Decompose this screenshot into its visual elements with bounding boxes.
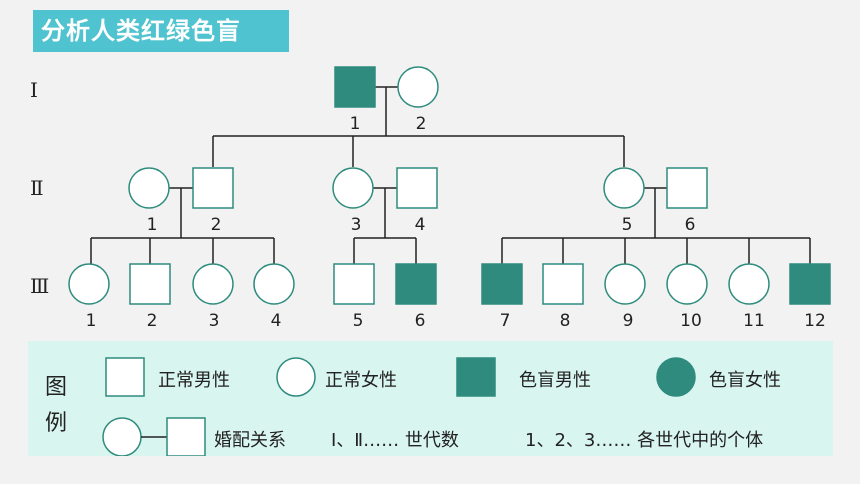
legend-affected-male-symbol [456, 357, 496, 397]
gen3-individual-7-male [481, 263, 523, 305]
gen3-individual-12-male [789, 263, 831, 305]
gen3-label-7: 7 [500, 311, 511, 331]
legend: 图 例 正常男性 正常女性 色盲男性 色盲女性 婚配关系 Ⅰ、Ⅱ…… 世代数 1… [28, 341, 833, 456]
legend-symbols [102, 357, 696, 456]
gen2-individual-3-female [332, 167, 374, 209]
gen3-label-2: 2 [147, 311, 158, 331]
page-title: 分析人类红绿色盲 [33, 10, 289, 52]
gen2-individual-2-male [192, 167, 234, 209]
legend-marriage-female-symbol [102, 417, 142, 456]
legend-individual-note: 1、2、3…… 各世代中的个体 [525, 430, 764, 451]
gen2-label-6: 6 [685, 215, 696, 235]
gen3-individual-4-female [253, 263, 295, 305]
gen3-individual-1-female [68, 263, 110, 305]
legend-affected-male-label: 色盲男性 [519, 370, 591, 391]
gen3-individual-9-female [604, 263, 646, 305]
gen3-label-10: 10 [680, 311, 702, 331]
gen3-individual-2-male [129, 263, 171, 305]
legend-marriage-label: 婚配关系 [214, 430, 286, 451]
gen3-label-8: 8 [560, 311, 571, 331]
gen3-individual-11-female [728, 263, 770, 305]
gen2-label-4: 4 [415, 215, 426, 235]
gen1-label-2: 2 [416, 114, 427, 134]
gen3-individual-6-male [395, 263, 437, 305]
gen1-individual-1-male [334, 66, 376, 108]
gen2-individual-1-female [128, 167, 170, 209]
gen3-individual-5-male [333, 263, 375, 305]
gen3-label-11: 11 [743, 311, 765, 331]
legend-title-bottom: 例 [45, 411, 68, 436]
legend-normal-male-label: 正常男性 [158, 370, 230, 391]
gen2-label-2: 2 [211, 215, 222, 235]
gen1-individual-2-female [397, 66, 439, 108]
legend-normal-male-symbol [105, 357, 145, 397]
legend-normal-female-symbol [276, 357, 316, 397]
gen3-label-5: 5 [353, 311, 364, 331]
gen3-label-3: 3 [209, 311, 220, 331]
gen2-label-3: 3 [351, 215, 362, 235]
generation-label-2: Ⅱ [30, 176, 44, 200]
generation-label-3: Ⅲ [30, 274, 50, 298]
gen3-label-4: 4 [271, 311, 282, 331]
gen3-label-1: 1 [86, 311, 97, 331]
gen3-label-6: 6 [415, 311, 426, 331]
gen2-label-5: 5 [622, 215, 633, 235]
gen3-individual-3-female [192, 263, 234, 305]
gen2-individual-5-female [603, 167, 645, 209]
gen1-label-1: 1 [350, 114, 361, 134]
generation-label-1: Ⅰ [30, 78, 38, 102]
legend-affected-female-label: 色盲女性 [709, 370, 781, 391]
legend-marriage-male-symbol [166, 417, 206, 456]
gen2-individual-6-male [666, 167, 708, 209]
gen3-label-9: 9 [623, 311, 634, 331]
gen3-individual-10-female [666, 263, 708, 305]
legend-title-top: 图 [45, 375, 68, 400]
gen2-label-1: 1 [147, 215, 158, 235]
legend-affected-female-symbol [656, 357, 696, 397]
gen3-label-12: 12 [804, 311, 826, 331]
gen2-individual-4-male [396, 167, 438, 209]
legend-normal-female-label: 正常女性 [325, 370, 397, 391]
gen3-individual-8-male [542, 263, 584, 305]
legend-generation-note: Ⅰ、Ⅱ…… 世代数 [331, 430, 459, 451]
